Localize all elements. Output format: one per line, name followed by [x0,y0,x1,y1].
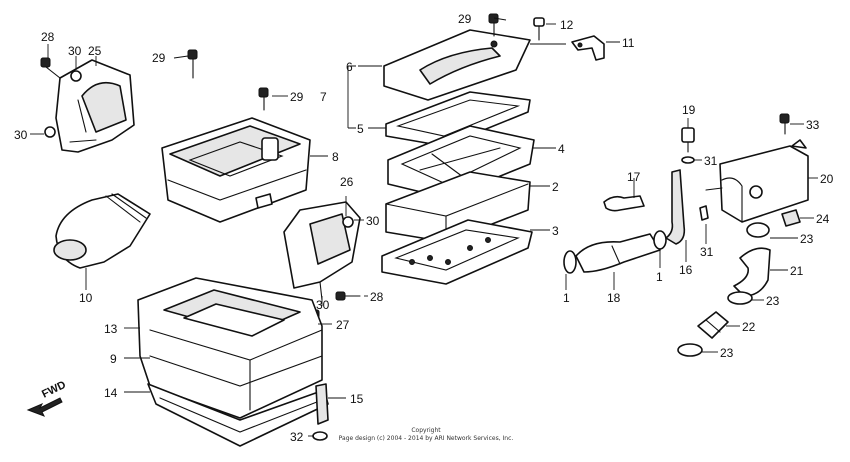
fitting-19 [681,127,695,153]
copyright-line-1: Copyright [411,427,441,434]
callout-30-a: 30 [68,44,82,58]
bracket-left-25 [55,59,135,153]
drain-15 [315,383,329,425]
bolt-29-a [187,49,198,79]
callout-13: 13 [104,322,118,336]
clamp-23-bottom [677,343,703,357]
washer-30-top [70,70,82,82]
intake-duct-10 [53,193,151,269]
callout-25: 25 [88,44,102,58]
clamp-1-left [563,250,577,274]
case-base-14 [147,383,329,447]
case-upper-8 [161,117,311,223]
callout-9: 9 [110,352,117,366]
bolt-28-left [40,57,61,79]
cover-top-6 [383,29,531,101]
bolt-33 [779,113,790,135]
callout-6: 6 [346,60,353,74]
callout-12: 12 [560,18,574,32]
bracket-17 [603,195,645,212]
fwd-arrow-icon [26,397,63,417]
callout-labels: 28 30 25 30 29 29 8 26 30 28 27 30 10 13… [14,12,834,444]
callout-23-b: 23 [766,294,780,308]
callout-19: 19 [682,103,696,117]
fwd-label: FWD [40,379,68,401]
case-lower-13 [137,277,323,419]
callout-23-c: 23 [720,346,734,360]
callout-17: 17 [627,170,641,184]
callout-30-b: 30 [14,128,28,142]
hose-18 [575,233,661,273]
callout-10: 10 [79,291,93,305]
hose-21 [733,247,771,297]
bottom-plate-3 [381,219,533,285]
callout-8: 8 [332,150,339,164]
callout-32: 32 [290,430,304,444]
clamp-23-top [746,222,770,238]
callout-29-a: 29 [152,51,166,65]
callout-29-c: 29 [458,12,472,26]
gasket-5 [385,91,531,147]
callout-31-b: 31 [700,245,714,259]
bolt-28-right [335,291,361,301]
callout-5: 5 [357,122,364,136]
tube-16 [665,169,686,245]
leader-lines [30,17,818,437]
callout-23-a: 23 [800,232,814,246]
screw-12 [533,17,545,41]
callout-27: 27 [336,318,350,332]
callout-30-c: 30 [366,214,380,228]
callout-22: 22 [742,320,756,334]
bracket-24 [781,209,801,227]
clip-31-a [681,156,695,164]
callout-30-d: 30 [316,298,330,312]
bolt-29-b [258,87,269,111]
copyright-line-2: Page design (c) 2004 - 2014 by ARI Netwo… [339,435,514,442]
callout-18: 18 [607,291,621,305]
callout-7: 7 [320,90,327,104]
callout-11: 11 [622,36,635,50]
callout-4: 4 [558,142,565,156]
callout-14: 14 [104,386,118,400]
callout-21: 21 [790,264,804,278]
callout-26: 26 [340,175,354,189]
callout-3: 3 [552,224,559,238]
callout-28-a: 28 [41,30,55,44]
clamp-1-right [653,230,667,250]
connector-22 [697,311,729,339]
clip-11 [571,35,605,61]
callout-24: 24 [816,212,830,226]
clamp-32 [312,431,328,441]
callout-28-b: 28 [370,290,384,304]
callout-20: 20 [820,172,834,186]
callout-33: 33 [806,118,820,132]
callout-1-a: 1 [563,291,570,305]
washer-30-left [44,126,56,138]
clip-31-b [699,205,709,221]
clamp-23-mid [727,291,753,305]
callout-15: 15 [350,392,364,406]
bracket-right-26 [283,201,361,301]
callout-2: 2 [552,180,559,194]
callout-29-b: 29 [290,90,304,104]
callout-16: 16 [679,263,693,277]
callout-1-b: 1 [656,270,663,284]
resonator-20 [705,139,809,223]
callout-31-a: 31 [704,154,718,168]
